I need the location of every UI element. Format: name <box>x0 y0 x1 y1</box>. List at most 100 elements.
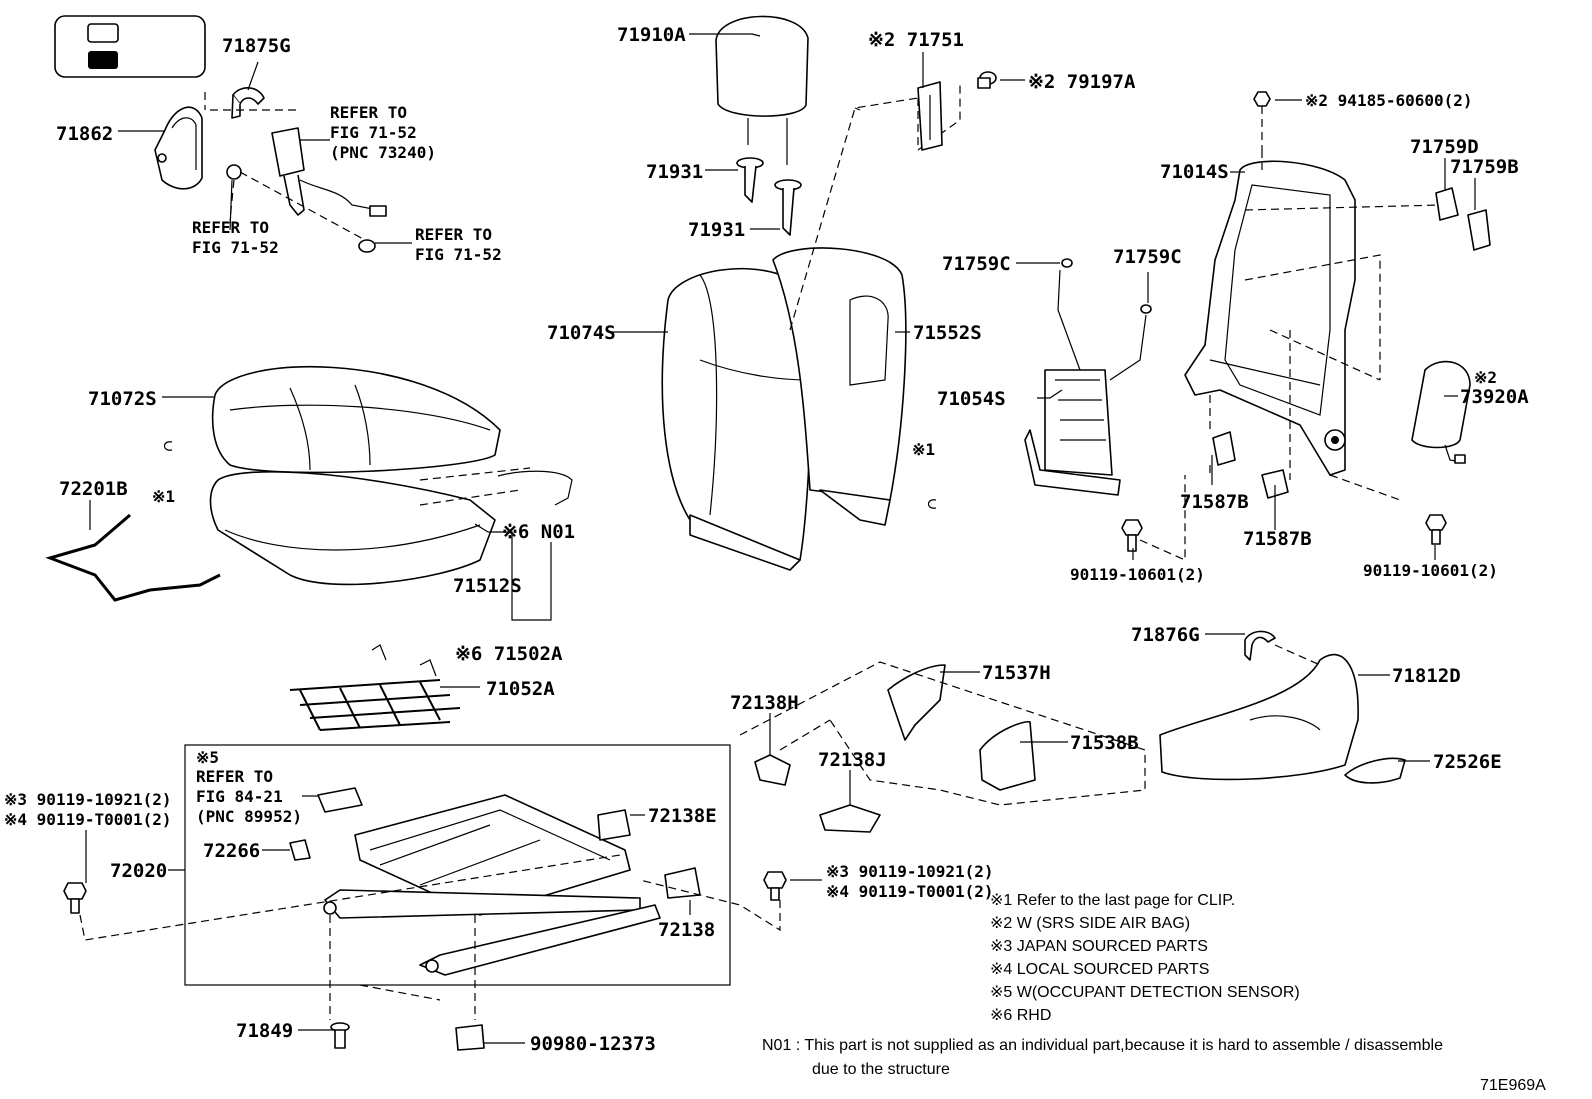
part-71876G-cover <box>1244 630 1276 661</box>
label-90119-T0001: ※4 90119-T0001(2) <box>826 882 994 901</box>
part-clip-mark <box>163 441 173 451</box>
part-71910A-headrest <box>715 15 809 236</box>
dashed-guide <box>1209 150 1441 501</box>
dashed-guide <box>419 467 531 506</box>
label-90980-12373: 90980-12373 <box>530 1033 656 1055</box>
label-72138H: 72138H <box>730 692 799 714</box>
label-71875G: 71875G <box>222 35 291 57</box>
part-71812D-shield <box>1249 715 1321 731</box>
note-line: ※3 JAPAN SOURCED PARTS <box>990 938 1208 955</box>
part-90119-10601-bolt <box>1425 514 1447 545</box>
part-72266-clip <box>289 839 311 861</box>
part-71537H-cover <box>887 664 946 741</box>
label-refer-pnc: (PNC 89952) <box>196 807 302 826</box>
label-71910A: 71910A <box>617 24 686 46</box>
part-71751-bracket <box>917 81 943 151</box>
label-71587B: 71587B <box>1180 491 1249 513</box>
leader-lines <box>85 33 1476 1044</box>
part-71587B-cover <box>1212 431 1236 466</box>
part-71052A-spring <box>289 644 461 731</box>
part-71054S-lumbar-support <box>1024 269 1147 496</box>
label-71502A: ※6 71502A <box>455 643 563 665</box>
label-79197A: ※2 79197A <box>1028 71 1136 93</box>
label-72020: 72020 <box>110 860 167 882</box>
part-71072S-cushion-cover <box>211 366 501 474</box>
note-line: ※4 LOCAL SOURCED PARTS <box>990 961 1209 978</box>
label-73920A: 73920A <box>1460 386 1529 408</box>
part-73920A-side-airbag <box>1411 360 1471 464</box>
footnote-line: due to the structure <box>812 1061 950 1078</box>
label-note-mark-2: ※2 <box>1474 368 1497 387</box>
part-71759B-cover <box>1467 209 1491 251</box>
label-71052A: 71052A <box>486 678 555 700</box>
part-72526E-cover <box>1344 757 1406 784</box>
label-71552S: 71552S <box>913 322 982 344</box>
label-90119-10601: 90119-10601(2) <box>1363 561 1498 580</box>
label-90119-10921: ※3 90119-10921(2) <box>4 790 172 809</box>
label-71512S: 71512S <box>453 575 522 597</box>
dashed-guide <box>79 854 781 941</box>
part-71014S-seatback-frame <box>1184 160 1356 476</box>
dashed-guide <box>789 85 961 331</box>
part-71759D-cover <box>1435 187 1459 221</box>
dashed-guide <box>739 661 1146 806</box>
part-90119-10921-bolt <box>763 871 787 901</box>
label-note-mark-1: ※1 <box>152 487 175 506</box>
label-refer-fig: FIG 71-52 <box>192 238 279 257</box>
label-71587B: 71587B <box>1243 528 1312 550</box>
part-90980-connector <box>455 1024 485 1051</box>
part-79197A-bolt <box>977 71 997 89</box>
part-72138H-cover <box>754 754 791 786</box>
note-line: ※2 W (SRS SIDE AIR BAG) <box>990 915 1190 932</box>
dashed-guide <box>1139 465 1211 561</box>
label-72201B: 72201B <box>59 478 128 500</box>
part-94185-nut <box>1253 91 1271 107</box>
label-71759C: 71759C <box>942 253 1011 275</box>
label-71862: 71862 <box>56 123 113 145</box>
part-90119-10921-bolt <box>63 882 87 914</box>
part-71538B-cover <box>979 721 1036 791</box>
label-72138E: 72138E <box>648 805 717 827</box>
label-71812D: 71812D <box>1392 665 1461 687</box>
label-71538B: 71538B <box>1070 732 1139 754</box>
label-72526E: 72526E <box>1433 751 1502 773</box>
leader-line <box>488 531 552 621</box>
part-90119-10601-bolt <box>1121 519 1143 552</box>
note-line: ※1 Refer to the last page for CLIP. <box>990 892 1235 909</box>
label-71931: 71931 <box>646 161 703 183</box>
dashed-guide <box>329 915 476 1020</box>
label-71751: ※2 71751 <box>868 29 964 51</box>
part-71512S-cushion-pad <box>209 471 496 586</box>
label-refer-fig: FIG 71-52 <box>415 245 502 264</box>
label-71931: 71931 <box>688 219 745 241</box>
part-72138J-cover <box>819 804 881 833</box>
figure-code: 71E969A <box>1480 1077 1546 1094</box>
label-refer-pnc: (PNC 73240) <box>330 143 436 162</box>
label-note-mark-1: ※1 <box>912 440 935 459</box>
label-71759D: 71759D <box>1410 136 1479 158</box>
note-line: ※6 RHD <box>990 1007 1051 1024</box>
note-line: ※5 W(OCCUPANT DETECTION SENSOR) <box>990 984 1300 1001</box>
label-refer-to: REFER TO <box>330 103 407 122</box>
label-refer-fig: FIG 84-21 <box>196 787 283 806</box>
part-71759C-guide <box>1061 258 1073 268</box>
label-71876G: 71876G <box>1131 624 1200 646</box>
part-72138E-cover <box>597 809 631 841</box>
part-clip-mark <box>927 499 937 509</box>
part-72020-seat-track <box>323 794 661 976</box>
part-N01-sensor-harness <box>497 470 573 506</box>
label-refer-fig: FIG 71-52 <box>330 123 417 142</box>
dashed-guide <box>204 92 366 241</box>
part-72201B-wire <box>45 513 221 602</box>
seat-side-legend <box>54 15 206 78</box>
occupant-detection-group-box <box>184 744 731 986</box>
notes-legend: ※1 Refer to the last page for CLIP. ※2 W… <box>990 892 1300 1024</box>
part-71587B-cover <box>1261 469 1289 499</box>
label-refer-to: REFER TO <box>415 225 492 244</box>
label-note-mark-5: ※5 <box>196 748 219 767</box>
label-71849: 71849 <box>236 1020 293 1042</box>
label-71537H: 71537H <box>982 662 1051 684</box>
label-71074S: 71074S <box>547 322 616 344</box>
footnote-line: N01 : This part is not supplied as an in… <box>762 1037 1443 1054</box>
